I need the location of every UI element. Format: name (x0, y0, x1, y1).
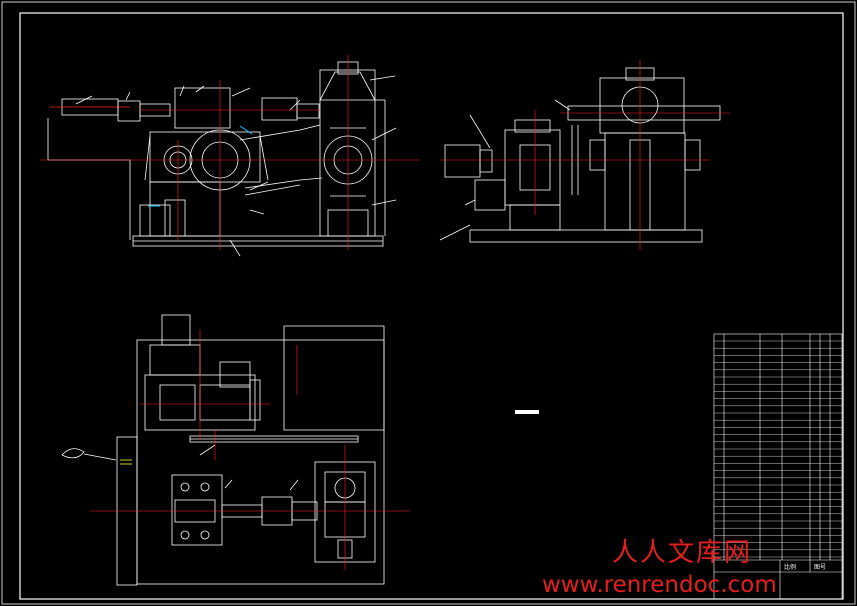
front-view (47, 61, 397, 257)
inner-border (19, 12, 844, 600)
motor (444, 144, 481, 178)
title-block-drawing-code: 图号 (814, 564, 827, 571)
small-annotation-mark (515, 410, 539, 414)
front-view-accents (148, 125, 253, 207)
side-gearbox (599, 77, 685, 134)
watermark-url: www.renrendoc.com (542, 572, 777, 598)
side-base (469, 229, 703, 243)
title-block-scale: 比例 (784, 564, 797, 571)
side-view (439, 67, 721, 243)
parts-list (713, 333, 843, 600)
parts-list-rows (714, 340, 842, 558)
plan-view-centerlines (90, 330, 410, 570)
title-block (714, 559, 842, 599)
reducer-housing (174, 87, 231, 129)
plan-view (61, 314, 385, 586)
watermark-chinese: 人人文库网 (612, 538, 753, 568)
front-view-centerlines (40, 55, 420, 250)
side-view-centerlines (440, 60, 730, 250)
plan-view-highlights (120, 459, 132, 465)
